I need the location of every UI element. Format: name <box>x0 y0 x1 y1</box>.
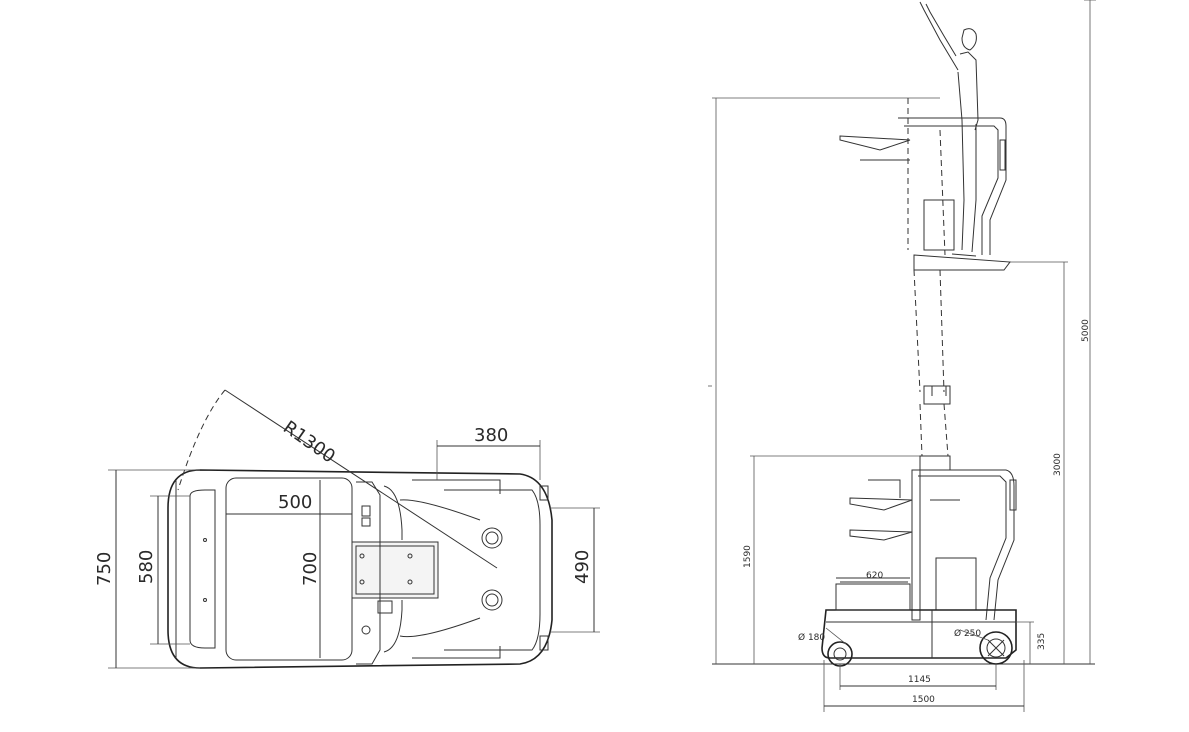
dim-335: 335 <box>1037 633 1047 650</box>
wheel-hub-bottom <box>481 589 503 611</box>
dim-380: 380 <box>474 425 508 446</box>
operator-figure <box>919 1 979 257</box>
dim-1590: 1590 <box>743 545 753 568</box>
raised-platform <box>839 98 1011 405</box>
dim-750: 750 <box>94 552 115 586</box>
top-view: R1300 380 500 750 580 700 490 <box>94 389 600 669</box>
dim-dia-250: Ø 250 <box>954 628 981 639</box>
dim-580: 580 <box>136 550 157 584</box>
side-view: 5000 3000 1590 <box>708 0 1096 712</box>
dim-5000: 5000 <box>1081 319 1091 342</box>
dim-490: 490 <box>572 550 593 584</box>
turning-radius-arc <box>177 389 226 491</box>
drive-wheel <box>979 631 1013 665</box>
dim-620: 620 <box>866 571 883 581</box>
front-caster <box>827 641 853 667</box>
dim-700: 700 <box>300 552 321 586</box>
dim-dia-180: Ø 180 <box>798 632 825 643</box>
dim-500: 500 <box>278 492 312 513</box>
stowed-platform <box>849 455 1017 621</box>
dim-1500: 1500 <box>912 695 935 705</box>
mast <box>913 269 949 457</box>
chassis-outline <box>167 469 553 669</box>
wheel-hub-top <box>481 527 503 549</box>
control-panel <box>351 541 439 599</box>
dim-3000: 3000 <box>1053 453 1063 476</box>
radius-label: R1300 <box>279 417 339 468</box>
dim-1145: 1145 <box>908 675 931 685</box>
